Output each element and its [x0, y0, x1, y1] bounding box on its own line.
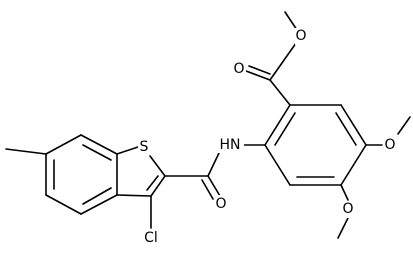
bond-benzo-c4-c5 [45, 194, 82, 215]
bond-benzo-methyl [5, 148, 47, 155]
bond-benzo-c3a-c4 [80, 194, 118, 215]
bond-methoxy-o-methyl-upper [397, 116, 411, 135]
bond-thiophene-c2-c3-inner [146, 175, 159, 191]
bond-thiophene-c2-c3 [150, 175, 166, 197]
bond-ring-c2-c3-inner [335, 112, 357, 146]
svg-text:O: O [215, 196, 226, 212]
amide-nitrogen-label: HN [217, 136, 244, 153]
svg-text:O: O [295, 28, 306, 44]
svg-text:Cl: Cl [144, 230, 158, 246]
bond-ester-carbonyl-double-a [245, 70, 271, 81]
ester-carbonyl-oxygen-label: O [232, 61, 246, 78]
atom-labels: O O HN O S Cl O O [138, 28, 397, 246]
bond-ester-c-ring [269, 79, 291, 106]
svg-text:O: O [233, 61, 244, 77]
bond-thiophene-c3-c3a [116, 194, 152, 197]
bond-ester-carbonyl-double-b [248, 65, 271, 75]
svg-text:O: O [342, 201, 353, 217]
bond-lines [5, 11, 411, 239]
bond-benzo-c7-c7a-inner [82, 144, 112, 161]
bond-ring-c6-c1-inner [274, 112, 296, 146]
bond-benzo-c6-c7 [45, 134, 82, 155]
methoxy-oxygen-lower-label: O [341, 201, 355, 218]
bond-benzo-c7-c7a [80, 134, 118, 155]
thiophene-sulfur-label: S [138, 138, 151, 155]
svg-text:O: O [384, 137, 395, 153]
methoxy-oxygen-upper-label: O [383, 136, 397, 153]
bond-ring-c6-c1 [264, 104, 291, 146]
bond-amide-carbonyl-double-a [207, 175, 221, 197]
amide-carbonyl-oxygen-label: O [214, 195, 228, 212]
bond-nitrogen-amide-c [207, 152, 220, 177]
bond-ring-c2-c3 [340, 104, 367, 146]
bond-methoxy-o-methyl-lower [337, 217, 349, 239]
svg-text:HN: HN [220, 137, 241, 153]
ester-ether-oxygen-label: O [295, 28, 309, 45]
bond-thiophene-s-c7a [116, 146, 139, 155]
bond-ring-methoxy-o-lower [340, 184, 349, 201]
chlorine-label: Cl [141, 229, 162, 246]
bond-ring-c3-c4 [340, 144, 367, 186]
bond-thiophene-c2-s [149, 155, 166, 177]
svg-text:S: S [140, 139, 149, 155]
bond-benzo-c3a-c4-inner [82, 187, 112, 205]
bond-amide-carbonyl-double-b [201, 179, 214, 200]
bond-ring-c5-c6 [264, 144, 291, 186]
